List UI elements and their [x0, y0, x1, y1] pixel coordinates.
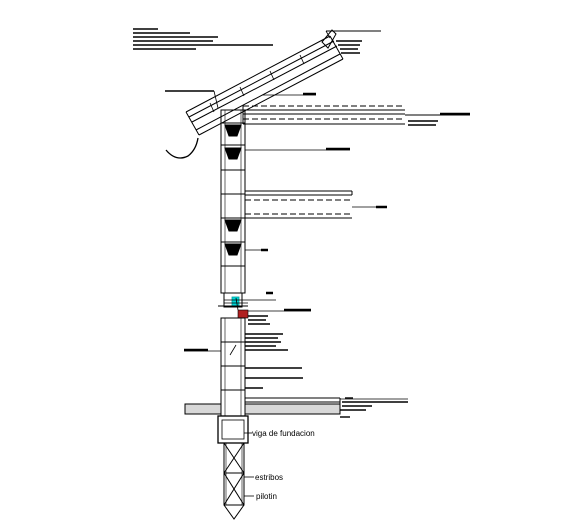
roof-assembly	[185, 29, 344, 136]
mid-slab	[245, 190, 387, 219]
window-detail	[218, 291, 311, 325]
upper-wall	[220, 109, 246, 294]
wall-leaders	[245, 147, 350, 252]
title-block	[133, 28, 273, 50]
gutter	[165, 137, 199, 159]
lower-wall	[220, 317, 246, 417]
roof-leaders	[165, 30, 381, 109]
pile	[223, 442, 254, 520]
foundation-beam-label: viga de fundacion	[252, 429, 315, 438]
lower-wall-leaders	[184, 333, 303, 389]
floor-slab	[184, 397, 408, 418]
lintel-blocks	[224, 124, 242, 256]
foundation-beam	[217, 415, 252, 444]
stirrups-label: estribos	[255, 473, 283, 482]
pile-label: pilotin	[256, 492, 277, 501]
upper-slab	[242, 105, 470, 126]
